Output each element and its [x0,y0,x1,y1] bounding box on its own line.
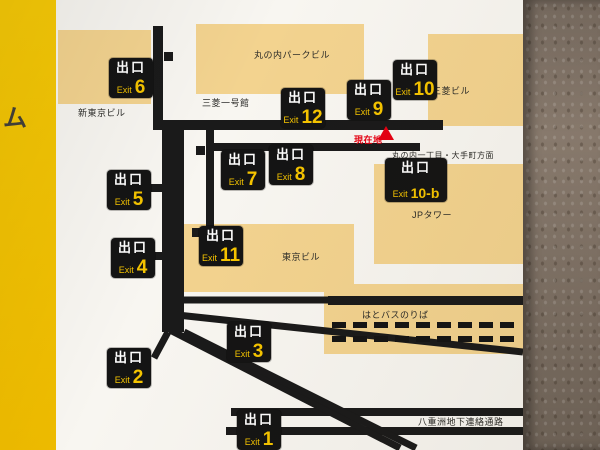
road-horizontal-second [206,143,420,151]
exit-kanji-label: 出口 [113,172,144,187]
exit-kanji-label: 出口 [233,324,264,339]
exit-kanji-label: 出口 [115,60,146,75]
roads-layer [146,26,523,450]
exit-kanji-label: 出口 [275,147,306,162]
exit-number: 10-b [410,185,440,201]
label-jp-tower: JPタワー [412,210,453,220]
building-mitsubishi [428,34,523,126]
stair-icon [192,228,201,237]
exit-en-label: Exit [395,87,411,97]
label-yaesu-passage: 八重洲地下連絡通路 [418,417,504,427]
exit-number: 4 [136,257,148,278]
road-vertical-exit11 [206,126,214,230]
exit-kanji-label: 出口 [399,62,430,77]
exit-kanji-label: 出口 [205,228,236,243]
diagonal-passage-right [182,328,418,450]
label-marunouchi-park: 丸の内パークビル [254,50,331,60]
diagonal-passage-left [168,326,402,450]
wall-background [523,0,600,450]
label-shin-tokyo: 新東京ビル [78,108,126,118]
label-mitsubishi-ichigokan: 三菱一号館 [202,98,250,108]
exit-number: 5 [132,189,144,210]
exit-en-label: Exit [283,115,299,125]
exit-en-label: Exit [201,253,217,263]
stair-icon [196,146,205,155]
exit-en-label: Exit [392,189,408,199]
bottom-passage-upper [231,408,523,416]
road-vertical-top [153,26,163,128]
stair-icon [164,52,173,61]
exit-kanji-label: 出口 [353,82,384,97]
exit-number: 6 [134,77,146,98]
exit-map-panel: 丸の内パークビル 三菱一号館 三菱ビル 新東京ビル JPタワー 東京ビル はとバ… [56,0,523,450]
stub-exit4 [152,252,164,260]
label-hato-bus: はとバスのりば [362,310,429,320]
label-direction: 丸の内一丁目・大手町方面 [392,151,494,160]
exit-kanji-label: 出口 [400,160,431,175]
label-tokyo-building: 東京ビル [282,252,321,262]
exit-number: 7 [246,169,258,190]
stub-exit5 [146,184,164,192]
exit-en-label: Exit [234,349,250,359]
main-corridor [162,128,184,332]
exit-en-label: Exit [118,265,134,275]
exit-en-label: Exit [276,172,292,182]
exit-number: 2 [132,367,144,388]
stub-exit2 [150,330,172,360]
bus-area-road [328,296,523,305]
exit-number: 12 [301,107,323,128]
exit-en-label: Exit [114,375,130,385]
exit-number: 3 [252,341,264,362]
exit-en-label: Exit [114,197,130,207]
exit-kanji-label: 出口 [117,240,148,255]
exit-number: 1 [262,429,274,450]
frame-partial-text: ム [3,105,27,132]
diagonal-passage-upper [167,310,523,356]
label-current-location: 現在地 [354,135,383,145]
exit-number: 8 [294,164,306,185]
exit-en-label: Exit [244,437,260,447]
exit-kanji-label: 出口 [243,412,274,427]
exit-en-label: Exit [354,107,370,117]
exit-en-label: Exit [116,85,132,95]
exit-kanji-label: 出口 [227,152,258,167]
exit-en-label: Exit [228,177,244,187]
current-location-marker [378,126,394,140]
exit-number: 9 [372,99,384,120]
exit-kanji-label: 出口 [113,350,144,365]
exit-kanji-label: 出口 [287,90,318,105]
exit-number: 11 [219,245,241,266]
building-marunouchi-park [196,24,364,94]
exit-number: 10 [413,79,435,100]
yellow-sign-frame: ム [0,0,56,450]
label-mitsubishi: 三菱ビル [432,86,471,96]
